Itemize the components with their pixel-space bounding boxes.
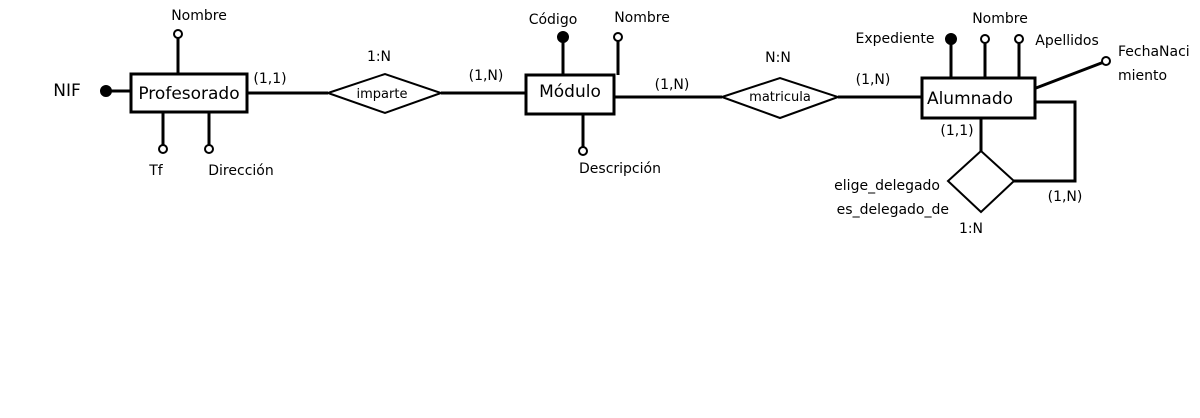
attribute-marker-profesorado-tf	[158, 144, 168, 154]
entity-label-modulo: Módulo	[539, 82, 601, 102]
entity-label-alumnado: Alumnado	[927, 89, 1013, 109]
cardinality-ratio-imparte: 1:N	[367, 49, 391, 65]
relationship-delegado	[946, 149, 1016, 214]
attr-line-alumnado-fechanacimiento	[1035, 60, 1105, 90]
cardinality-ratio-matricula: N:N	[765, 50, 791, 66]
cardinality-matricula-alumnado: (1,N)	[856, 72, 891, 88]
attribute-label-modulo-nombre: Nombre	[614, 10, 670, 26]
attribute-label-alumnado-nombre: Nombre	[972, 11, 1028, 27]
attribute-marker-profesorado-direccion	[204, 144, 214, 154]
attribute-marker-alumnado-nombre	[980, 34, 990, 44]
attribute-label-modulo-codigo: Código	[529, 12, 578, 28]
cardinality-imparte-modulo: (1,N)	[469, 68, 504, 84]
entity-label-profesorado: Profesorado	[138, 84, 239, 104]
entity-alumnado	[920, 76, 1037, 120]
attribute-label-alumnado-fechanacimiento-line2: miento	[1118, 68, 1167, 84]
attribute-marker-modulo-nombre	[613, 32, 623, 42]
attribute-label-profesorado-nombre: Nombre	[171, 8, 227, 24]
relationship-label-imparte: imparte	[357, 87, 408, 102]
relationship-imparte	[324, 72, 445, 115]
attribute-label-alumnado-apellidos: Apellidos	[1035, 33, 1099, 49]
key-attribute-marker-modulo-codigo	[557, 31, 569, 43]
relationship-label-matricula: matricula	[749, 90, 811, 105]
entity-profesorado	[129, 72, 249, 114]
relationship-label-es-delegado-de: es_delegado_de	[837, 202, 949, 218]
key-attribute-marker-alumnado-expediente	[945, 33, 957, 45]
cardinality-modulo-matricula: (1,N)	[655, 77, 690, 93]
attribute-marker-profesorado-nombre	[173, 29, 183, 39]
attribute-marker-alumnado-apellidos	[1014, 34, 1024, 44]
attribute-marker-modulo-descripcion	[578, 146, 588, 156]
attribute-marker-alumnado-fechanacimiento	[1101, 56, 1111, 66]
cardinality-delegado-loop: (1,N)	[1048, 189, 1083, 205]
relationship-label-elige-delegado: elige_delegado	[834, 178, 940, 194]
entity-modulo	[524, 73, 616, 116]
cardinality-alumnado-delegado: (1,1)	[940, 123, 973, 139]
attribute-label-alumnado-expediente: Expediente	[856, 31, 935, 47]
key-attribute-marker-profesorado-nif	[100, 85, 112, 97]
attribute-label-alumnado-fechanacimiento-line1: FechaNaci	[1118, 44, 1190, 60]
attribute-label-profesorado-tf: Tf	[148, 163, 164, 179]
attribute-label-profesorado-nif: NIF	[53, 81, 81, 101]
connector-delegado-loop	[1014, 100, 1077, 183]
cardinality-profesorado-imparte: (1,1)	[253, 71, 286, 87]
attribute-label-profesorado-direccion: Dirección	[208, 163, 273, 179]
relationship-matricula	[718, 76, 842, 120]
cardinality-ratio-delegado: 1:N	[959, 221, 983, 237]
attribute-label-modulo-descripcion: Descripción	[579, 161, 661, 177]
